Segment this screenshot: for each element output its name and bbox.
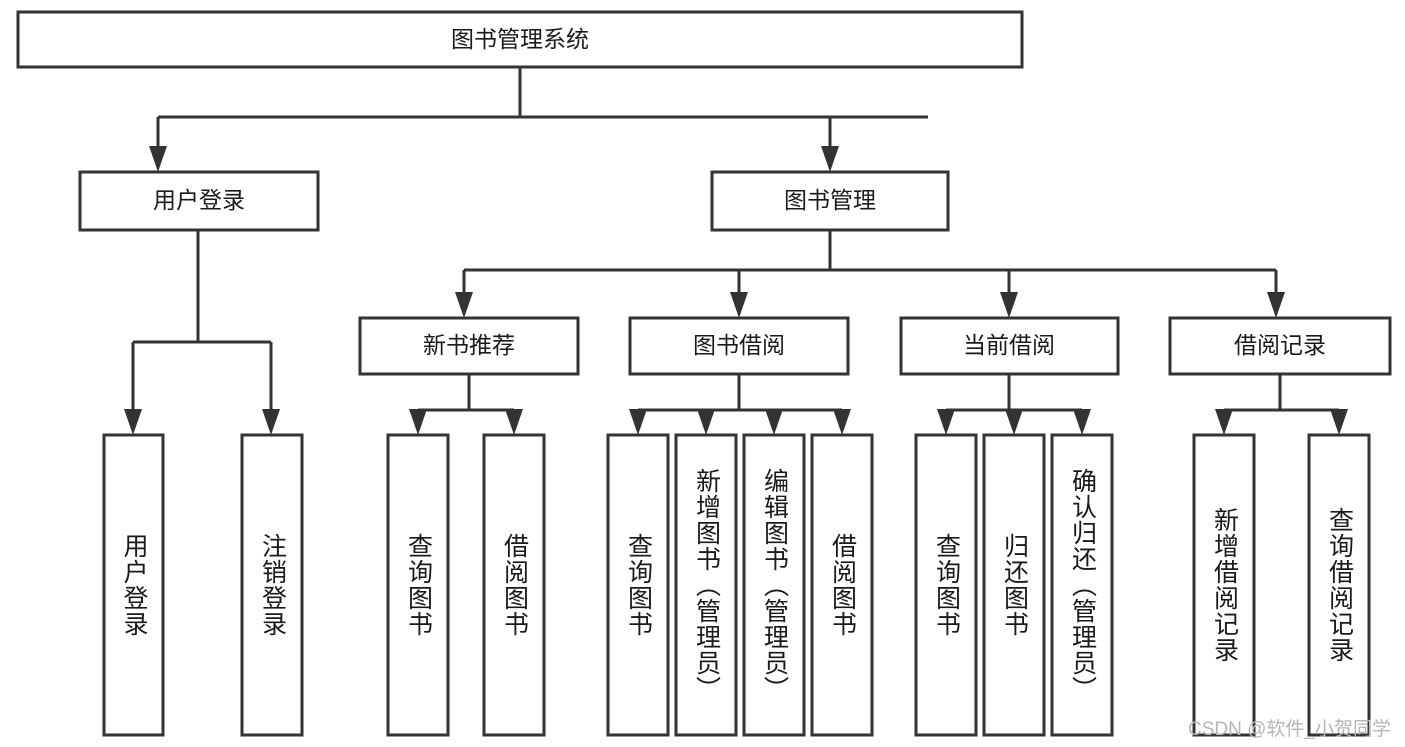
arrow-head-leaf-user-login	[124, 409, 142, 435]
node-root-label: 图书管理系统	[451, 26, 589, 52]
arrow-head-leaf-query-book-2	[629, 409, 647, 435]
connector-group-user-login	[124, 230, 280, 435]
watermark-text: CSDN @软件_小贺同学	[1188, 719, 1391, 740]
node-book-borrow-label: 图书借阅	[693, 332, 785, 358]
node-borrow-record[interactable]: 借阅记录	[1168, 316, 1392, 376]
node-new-book-rec-box[interactable]	[358, 316, 580, 376]
node-book-manage-label: 图书管理	[784, 187, 876, 213]
node-book-manage[interactable]: 图书管理	[710, 170, 950, 232]
node-current-borrow-box[interactable]	[899, 316, 1120, 376]
node-leaf-borrow-book-1-box[interactable]	[482, 433, 546, 737]
node-leaf-borrow-book-2-box[interactable]	[810, 433, 874, 737]
node-book-borrow-box[interactable]	[628, 316, 850, 376]
node-leaf-query-record-box[interactable]	[1307, 433, 1371, 737]
connector-group-root	[149, 67, 928, 172]
node-leaf-query-book-3-box[interactable]	[914, 433, 978, 737]
arrow-head-leaf-return-book	[1005, 409, 1023, 435]
connector-group-book-manage	[455, 230, 1285, 318]
node-leaf-return-book-box[interactable]	[982, 433, 1046, 737]
arrow-head-book-borrow	[730, 292, 748, 318]
node-borrow-record-label: 借阅记录	[1234, 332, 1326, 358]
node-leaf-edit-book-box[interactable]	[742, 433, 806, 737]
node-new-book-rec[interactable]: 新书推荐	[358, 316, 580, 376]
arrow-head-leaf-add-record	[1215, 409, 1233, 435]
node-current-borrow[interactable]: 当前借阅	[899, 316, 1120, 376]
node-current-borrow-label: 当前借阅	[963, 332, 1055, 358]
node-user-login[interactable]: 用户登录	[78, 170, 320, 232]
arrow-head-new-book-rec	[455, 292, 473, 318]
node-book-borrow[interactable]: 图书借阅	[628, 316, 850, 376]
arrow-head-book-manage	[821, 146, 839, 172]
arrow-head-leaf-query-book-3	[937, 409, 955, 435]
node-user-login-label: 用户登录	[153, 187, 245, 213]
node-root-box[interactable]	[16, 10, 1024, 69]
arrow-head-leaf-add-book	[697, 409, 715, 435]
node-leaf-query-book-1-box[interactable]	[386, 433, 450, 737]
node-leaf-query-book-2-box[interactable]	[606, 433, 670, 737]
node-leaf-user-login-box[interactable]	[102, 433, 165, 737]
arrow-head-user-login	[149, 146, 167, 172]
arrow-head-leaf-borrow-book-2	[833, 409, 851, 435]
arrow-head-leaf-borrow-book-1	[505, 409, 523, 435]
node-borrow-record-box[interactable]	[1168, 316, 1392, 376]
connector-group-new-book-rec	[409, 374, 523, 435]
arrow-head-leaf-confirm-return	[1073, 409, 1091, 435]
node-leaf-confirm-return-box[interactable]	[1050, 433, 1114, 737]
arrow-head-leaf-query-book-1	[409, 409, 427, 435]
node-leaf-logout-box[interactable]	[240, 433, 304, 737]
arrow-head-borrow-record	[1267, 292, 1285, 318]
leaf-nodes-group	[102, 433, 1371, 737]
node-leaf-add-record-box[interactable]	[1192, 433, 1256, 737]
arrow-head-leaf-logout	[262, 409, 280, 435]
node-root[interactable]: 图书管理系统	[16, 10, 1024, 69]
node-leaf-add-book-box[interactable]	[674, 433, 738, 737]
node-user-login-box[interactable]	[78, 170, 320, 232]
connector-group-current-borrow	[937, 374, 1091, 435]
node-new-book-rec-label: 新书推荐	[423, 332, 515, 358]
connector-group-book-borrow	[629, 374, 851, 435]
arrow-head-leaf-query-record	[1330, 409, 1348, 435]
connector-group-borrow-record	[1215, 374, 1348, 435]
arrow-head-leaf-edit-book	[765, 409, 783, 435]
arrow-head-current-borrow	[1000, 292, 1018, 318]
node-book-manage-box[interactable]	[710, 170, 950, 232]
